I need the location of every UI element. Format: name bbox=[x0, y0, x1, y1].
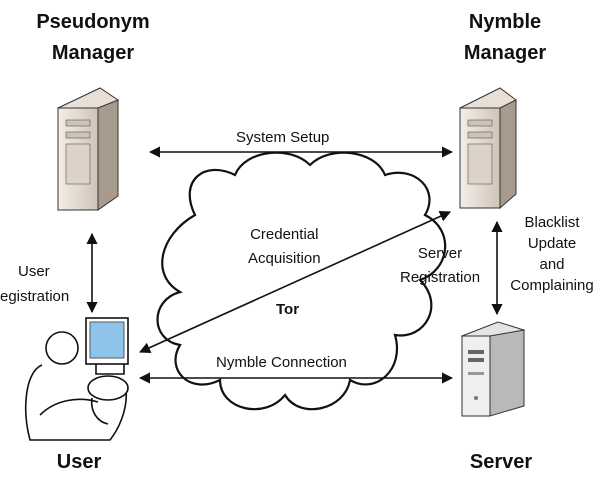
blacklist-line4: Complaining bbox=[510, 277, 594, 294]
nymble-manager-server-icon bbox=[459, 87, 517, 210]
credential-acquisition-arrow bbox=[138, 211, 452, 353]
server-tower-icon bbox=[460, 321, 526, 417]
nymble-manager-title-line2: Manager bbox=[463, 42, 547, 64]
credential-acquisition-line1: Credential bbox=[250, 226, 319, 243]
credential-acquisition-line2: Acquisition bbox=[248, 250, 321, 267]
user-with-computer-icon bbox=[25, 317, 129, 441]
server-registration-line2: Registration bbox=[400, 269, 481, 286]
server-registration-label: Server Registration bbox=[400, 244, 480, 287]
user-title: User bbox=[56, 451, 102, 473]
server-registration-line1: Server bbox=[417, 245, 463, 262]
pseudonym-manager-title: Pseudonym Manager bbox=[28, 10, 158, 66]
pseudonym-manager-title-line1: Pseudonym bbox=[36, 11, 150, 33]
pseudonym-manager-title-line2: Manager bbox=[51, 42, 135, 64]
blacklist-line3: and bbox=[539, 256, 565, 273]
nymble-manager-title-line1: Nymble bbox=[468, 11, 542, 33]
blacklist-line2: Update bbox=[527, 235, 577, 252]
nymble-manager-title: Nymble Manager bbox=[440, 10, 570, 66]
blacklist-update-label: Blacklist Update and Complaining bbox=[506, 213, 598, 295]
server-title: Server bbox=[469, 451, 533, 473]
nymble-connection-label: Nymble Connection bbox=[216, 354, 347, 371]
user-registration-line2: egistration bbox=[0, 288, 70, 305]
blacklist-line1: Blacklist bbox=[524, 214, 580, 231]
credential-acquisition-label: Credential Acquisition bbox=[248, 225, 321, 268]
system-setup-label: System Setup bbox=[236, 129, 330, 146]
user-registration-label: User egistration bbox=[0, 262, 69, 306]
user-registration-line1: User bbox=[18, 263, 50, 280]
pseudonym-manager-server-icon bbox=[56, 87, 120, 211]
tor-label: Tor bbox=[276, 301, 300, 318]
